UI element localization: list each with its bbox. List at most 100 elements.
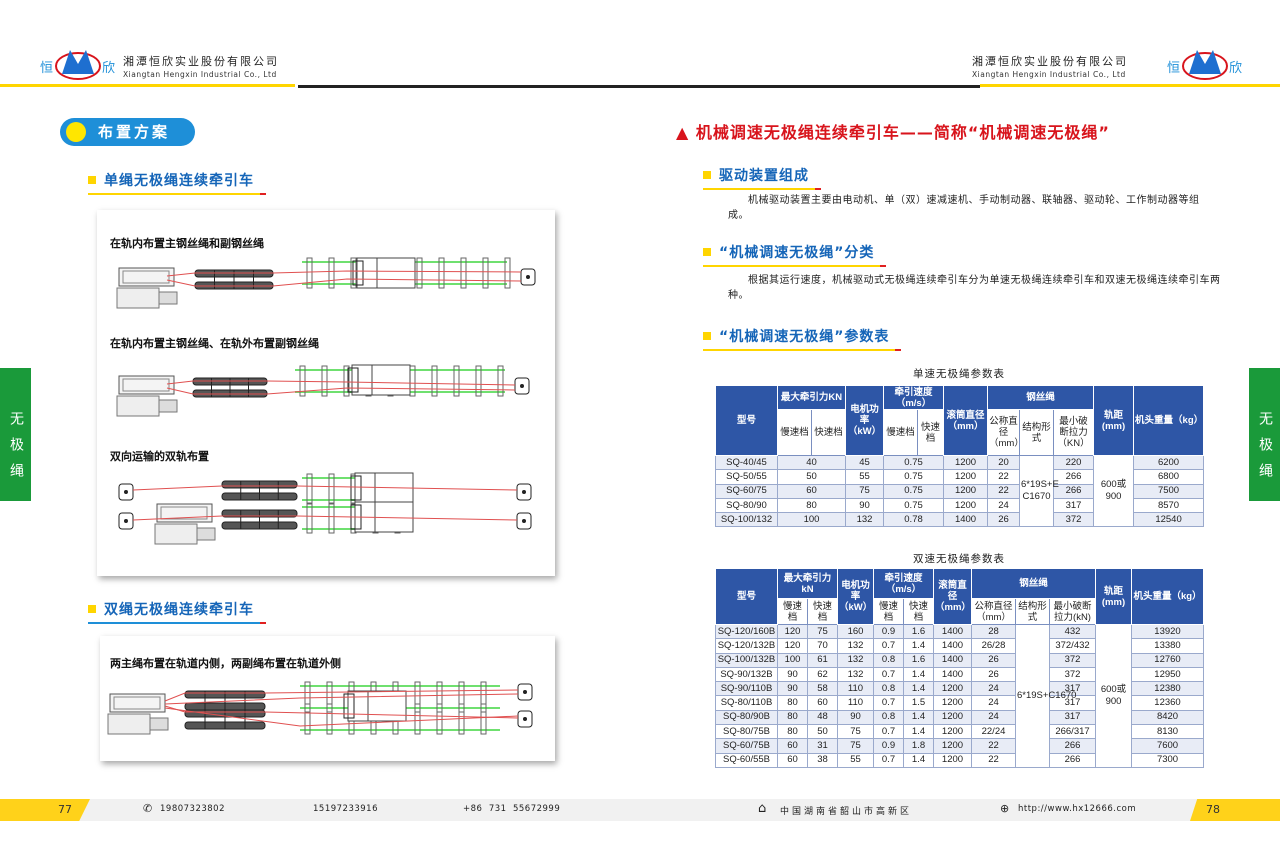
single-speed-table: 型号 最大牵引力KN 电机功率（kW） 牵引速度（m/s） 滚筒直径（mm） 钢… [715, 385, 1205, 528]
col-nominal: 公称直径（mm） [987, 409, 1024, 456]
cell-force-fast: 70 [807, 638, 838, 654]
col-gauge: 轨距(mm) [1095, 568, 1133, 625]
diagram-label: 双向运输的双轨布置 [110, 450, 209, 463]
cell-nominal: 22 [987, 469, 1021, 485]
cell-speed-slow: 0.7 [873, 638, 904, 654]
cell-force-fast: 50 [807, 724, 838, 740]
tensioner [221, 480, 298, 501]
cell-breaking: 317 [1048, 681, 1097, 697]
cell-speed-slow: 0.8 [873, 709, 904, 726]
cell-motor: 90 [837, 709, 874, 726]
cell-weight: 6200 [1133, 454, 1205, 471]
cell-speed-slow: 0.7 [873, 752, 904, 768]
cell-nominal: 26 [987, 512, 1021, 528]
cell-weight: 12760 [1131, 652, 1205, 668]
cell-drum: 1200 [933, 681, 972, 697]
cell-motor: 132 [837, 666, 874, 683]
cell-motor: 110 [837, 695, 874, 711]
section-title: 双绳无极绳连续牵引车 [104, 602, 254, 618]
col-breaking: 最小破断拉力(kN) [1048, 598, 1097, 625]
cell-force-fast: 31 [807, 738, 838, 754]
cell-speed-slow: 0.8 [873, 681, 904, 697]
svg-text:欣: 欣 [102, 61, 115, 76]
cell-speed-fast: 1.6 [903, 623, 934, 640]
tensioner [221, 509, 298, 530]
col-structure: 结构形式 [1019, 409, 1055, 456]
col-drum: 滚筒直径（mm） [933, 568, 972, 625]
wire-rope [166, 278, 522, 287]
col-force-slow: 慢速档 [777, 598, 808, 625]
cell-drum: 1400 [943, 512, 989, 528]
cell-drum: 1200 [933, 709, 972, 726]
header-rule-right [980, 84, 1280, 87]
layout-schematic [107, 681, 533, 735]
cell-speed-slow: 0.7 [873, 695, 904, 711]
company-logo-right: 恒欣 [1167, 50, 1242, 80]
section-single-rope: 单绳无极绳连续牵引车 [88, 170, 266, 195]
cell-drum: 1200 [933, 752, 972, 768]
col-speed-fast: 快速档 [903, 598, 934, 625]
cell-force-slow: 80 [777, 709, 808, 726]
square-bullet-icon [703, 171, 711, 179]
cell-drum: 1400 [933, 666, 972, 683]
cell-nominal: 20 [987, 454, 1021, 471]
svg-text:欣: 欣 [1229, 61, 1242, 76]
col-force-fast: 快速档 [810, 409, 847, 456]
cell-force: 100 [776, 512, 847, 528]
cell-breaking: 220 [1053, 454, 1095, 471]
cell-force-slow: 120 [777, 623, 808, 640]
cell-weight: 8420 [1131, 709, 1205, 726]
website-link[interactable]: http://www.hx12666.com [1018, 804, 1137, 814]
cell-speed-slow: 0.9 [873, 623, 904, 640]
cell-model: SQ-90/110B [715, 681, 778, 697]
diagram-box-single: 在轨内布置主钢丝绳和副钢丝绳 在轨内布置主钢丝绳、在轨外布置副钢丝绳 双向运输的… [97, 210, 555, 576]
company-logo: 恒欣 [40, 50, 115, 80]
diagram-label: 在轨内布置主钢丝绳和副钢丝绳 [110, 237, 264, 250]
page-number-left: 77 [0, 799, 90, 821]
cell-motor: 110 [837, 681, 874, 697]
diagram-label: 两主绳布置在轨道内侧，两副绳布置在轨道外侧 [110, 657, 341, 670]
cell-nominal: 24 [971, 695, 1016, 711]
cell-speed: 0.75 [883, 497, 945, 514]
cell-nominal: 24 [971, 681, 1016, 697]
drive-unit [154, 503, 216, 545]
cell-speed-fast: 1.4 [903, 638, 934, 654]
cell-weight: 13920 [1131, 623, 1205, 640]
cell-model: SQ-60/75B [715, 738, 778, 754]
paragraph-classification: 根据其运行速度，机械驱动式无极绳连续牵引车分为单速无极绳连续牵引车和双速无极绳连… [728, 275, 1221, 301]
cell-drum: 1200 [943, 483, 989, 499]
square-bullet-icon [703, 248, 711, 256]
cell-force: 60 [776, 483, 847, 499]
cell-force-slow: 80 [777, 724, 808, 740]
cell-drum: 1200 [933, 738, 972, 754]
col-force: 最大牵引力KN [776, 385, 847, 410]
wire-rope [164, 707, 519, 727]
section-params: “机械调速无极绳”参数表 [703, 326, 902, 351]
cell-breaking: 266 [1048, 738, 1097, 754]
cell-drum: 1200 [943, 497, 989, 514]
cell-drum: 1200 [933, 724, 972, 740]
section-title: 单绳无极绳连续牵引车 [104, 173, 254, 189]
col-speed: 牵引速度（m/s） [873, 568, 934, 599]
globe-icon: ⊕ [1000, 802, 1010, 815]
cell-model: SQ-80/90 [715, 497, 778, 514]
diagram-box-double: 两主绳布置在轨道内侧，两副绳布置在轨道外侧 [100, 636, 555, 761]
cell-model: SQ-120/132B [715, 638, 778, 654]
cell-gauge: 600或900 [1095, 624, 1133, 768]
paragraph-drive: 机械驱动装置主要由电动机、单（双）速减速机、手动制动器、联轴器、驱动轮、工作制动… [728, 195, 1200, 221]
cell-motor: 75 [845, 483, 885, 499]
cell-force-fast: 38 [807, 752, 838, 768]
table1-caption: 单速无极绳参数表 [913, 368, 1005, 380]
col-drum: 滚筒直径（mm） [943, 385, 989, 456]
cell-drum: 1200 [943, 469, 989, 485]
company-name-en: Xiangtan Hengxin Industrial Co., Ltd [123, 70, 277, 79]
cell-model: SQ-120/160B [715, 623, 778, 640]
cell-drum: 1400 [933, 652, 972, 668]
cell-model: SQ-100/132 [715, 512, 778, 528]
